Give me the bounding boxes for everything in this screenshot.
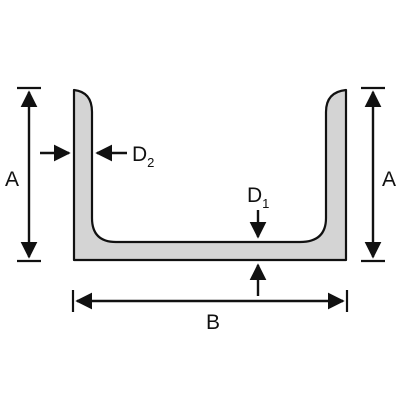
right-height-dimension (361, 86, 385, 263)
width-dimension (71, 290, 349, 312)
flange-thickness-label: D2 (132, 143, 154, 170)
width-label: B (206, 311, 220, 334)
left-height-label: A (5, 168, 19, 191)
channel-profile (72, 88, 348, 262)
right-height-label: A (382, 168, 396, 191)
left-height-dimension (17, 86, 41, 263)
web-thickness-label: D1 (247, 184, 269, 211)
